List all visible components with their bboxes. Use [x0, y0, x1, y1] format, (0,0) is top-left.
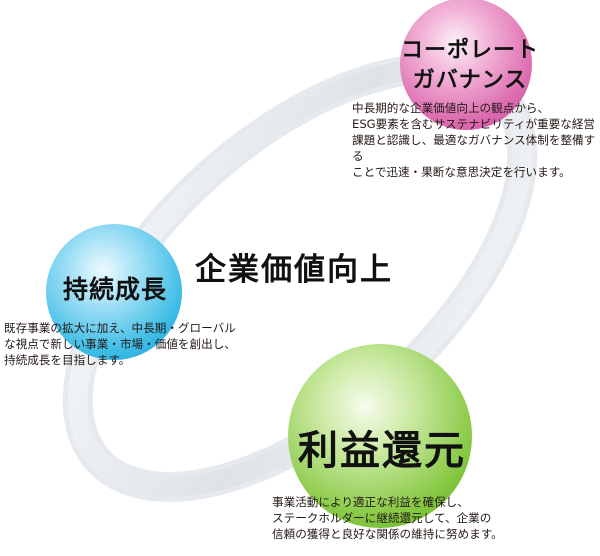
governance-sphere — [400, 0, 532, 130]
return-sphere — [288, 344, 472, 528]
return-title: 利益還元 — [298, 428, 466, 474]
growth-description: 既存事業の拡大に加え、中長期・グローバル な視点で新しい事業・市場・価値を創出し… — [4, 321, 236, 367]
governance-description: 中長期的な企業価値向上の観点から、 ESG要素を含むサステナビリティが重要な経営… — [352, 101, 596, 179]
governance-title: コーポレート ガバナンス — [380, 36, 560, 96]
growth-sphere — [46, 224, 182, 360]
return-description: 事業活動により適正な利益を確保し、 ステークホルダーに継続還元して、企業の 信頼… — [272, 495, 503, 541]
governance-title-line2: ガバナンス — [412, 68, 528, 93]
governance-title-line1: コーポレート — [400, 38, 539, 63]
growth-title: 持続成長 — [62, 275, 167, 304]
center-title: 企業価値向上 — [195, 252, 393, 288]
